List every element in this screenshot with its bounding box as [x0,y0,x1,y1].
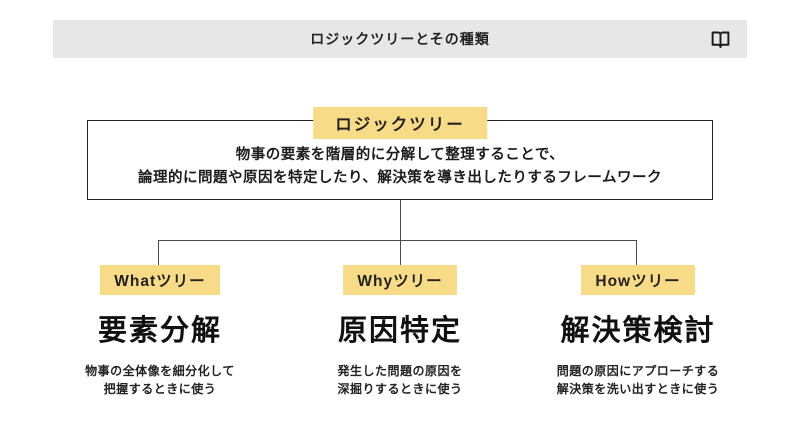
connector-drop-middle [399,240,401,266]
page-title: ロジックツリーとその種類 [310,31,490,47]
branch-description-why-line-2: 深掘りするときに使う [337,382,463,396]
branch-heading-what: 要素分解 [97,315,222,347]
branch-label-why: Whyツリー [343,265,457,295]
branch-heading-why: 原因特定 [337,315,462,347]
branch-description-why-line-1: 発生した問題の原因を [337,364,463,378]
branch-description-why: 発生した問題の原因を 深掘りするときに使う [288,362,512,398]
connector-horizontal-line [158,240,636,242]
connector-drop-left [158,240,160,266]
branch-label-what: Whatツリー [100,265,220,295]
branch-column-what: Whatツリー 要素分解 物事の全体像を細分化して 把握するときに使う [48,265,272,398]
branch-description-how: 問題の原因にアプローチする 解決策を洗い出すときに使う [526,362,750,398]
open-book-icon-svg [711,31,729,48]
branch-description-how-line-2: 解決策を洗い出すときに使う [556,382,720,396]
branch-description-how-line-1: 問題の原因にアプローチする [556,364,720,378]
branch-label-how: Howツリー [581,265,695,295]
branch-description-what-line-1: 物事の全体像を細分化して [85,364,235,378]
connector-drop-right [635,240,637,266]
root-description-line-1: 物事の要素を階層的に分解して整理することで、 [235,147,565,163]
header-bar: ロジックツリーとその種類 [53,20,747,58]
root-label: ロジックツリー [313,107,487,139]
branch-description-what: 物事の全体像を細分化して 把握するときに使う [48,362,272,398]
branch-column-why: Whyツリー 原因特定 発生した問題の原因を 深掘りするときに使う [288,265,512,398]
branch-heading-how: 解決策検討 [560,315,716,347]
root-description-line-2: 論理的に問題や原因を特定したり、解決策を導き出したりするフレームワーク [138,170,662,186]
connector-stem-line [399,200,401,240]
branch-description-what-line-2: 把握するときに使う [103,382,217,396]
open-book-icon[interactable] [709,28,731,50]
branch-column-how: Howツリー 解決策検討 問題の原因にアプローチする 解決策を洗い出すときに使う [526,265,750,398]
